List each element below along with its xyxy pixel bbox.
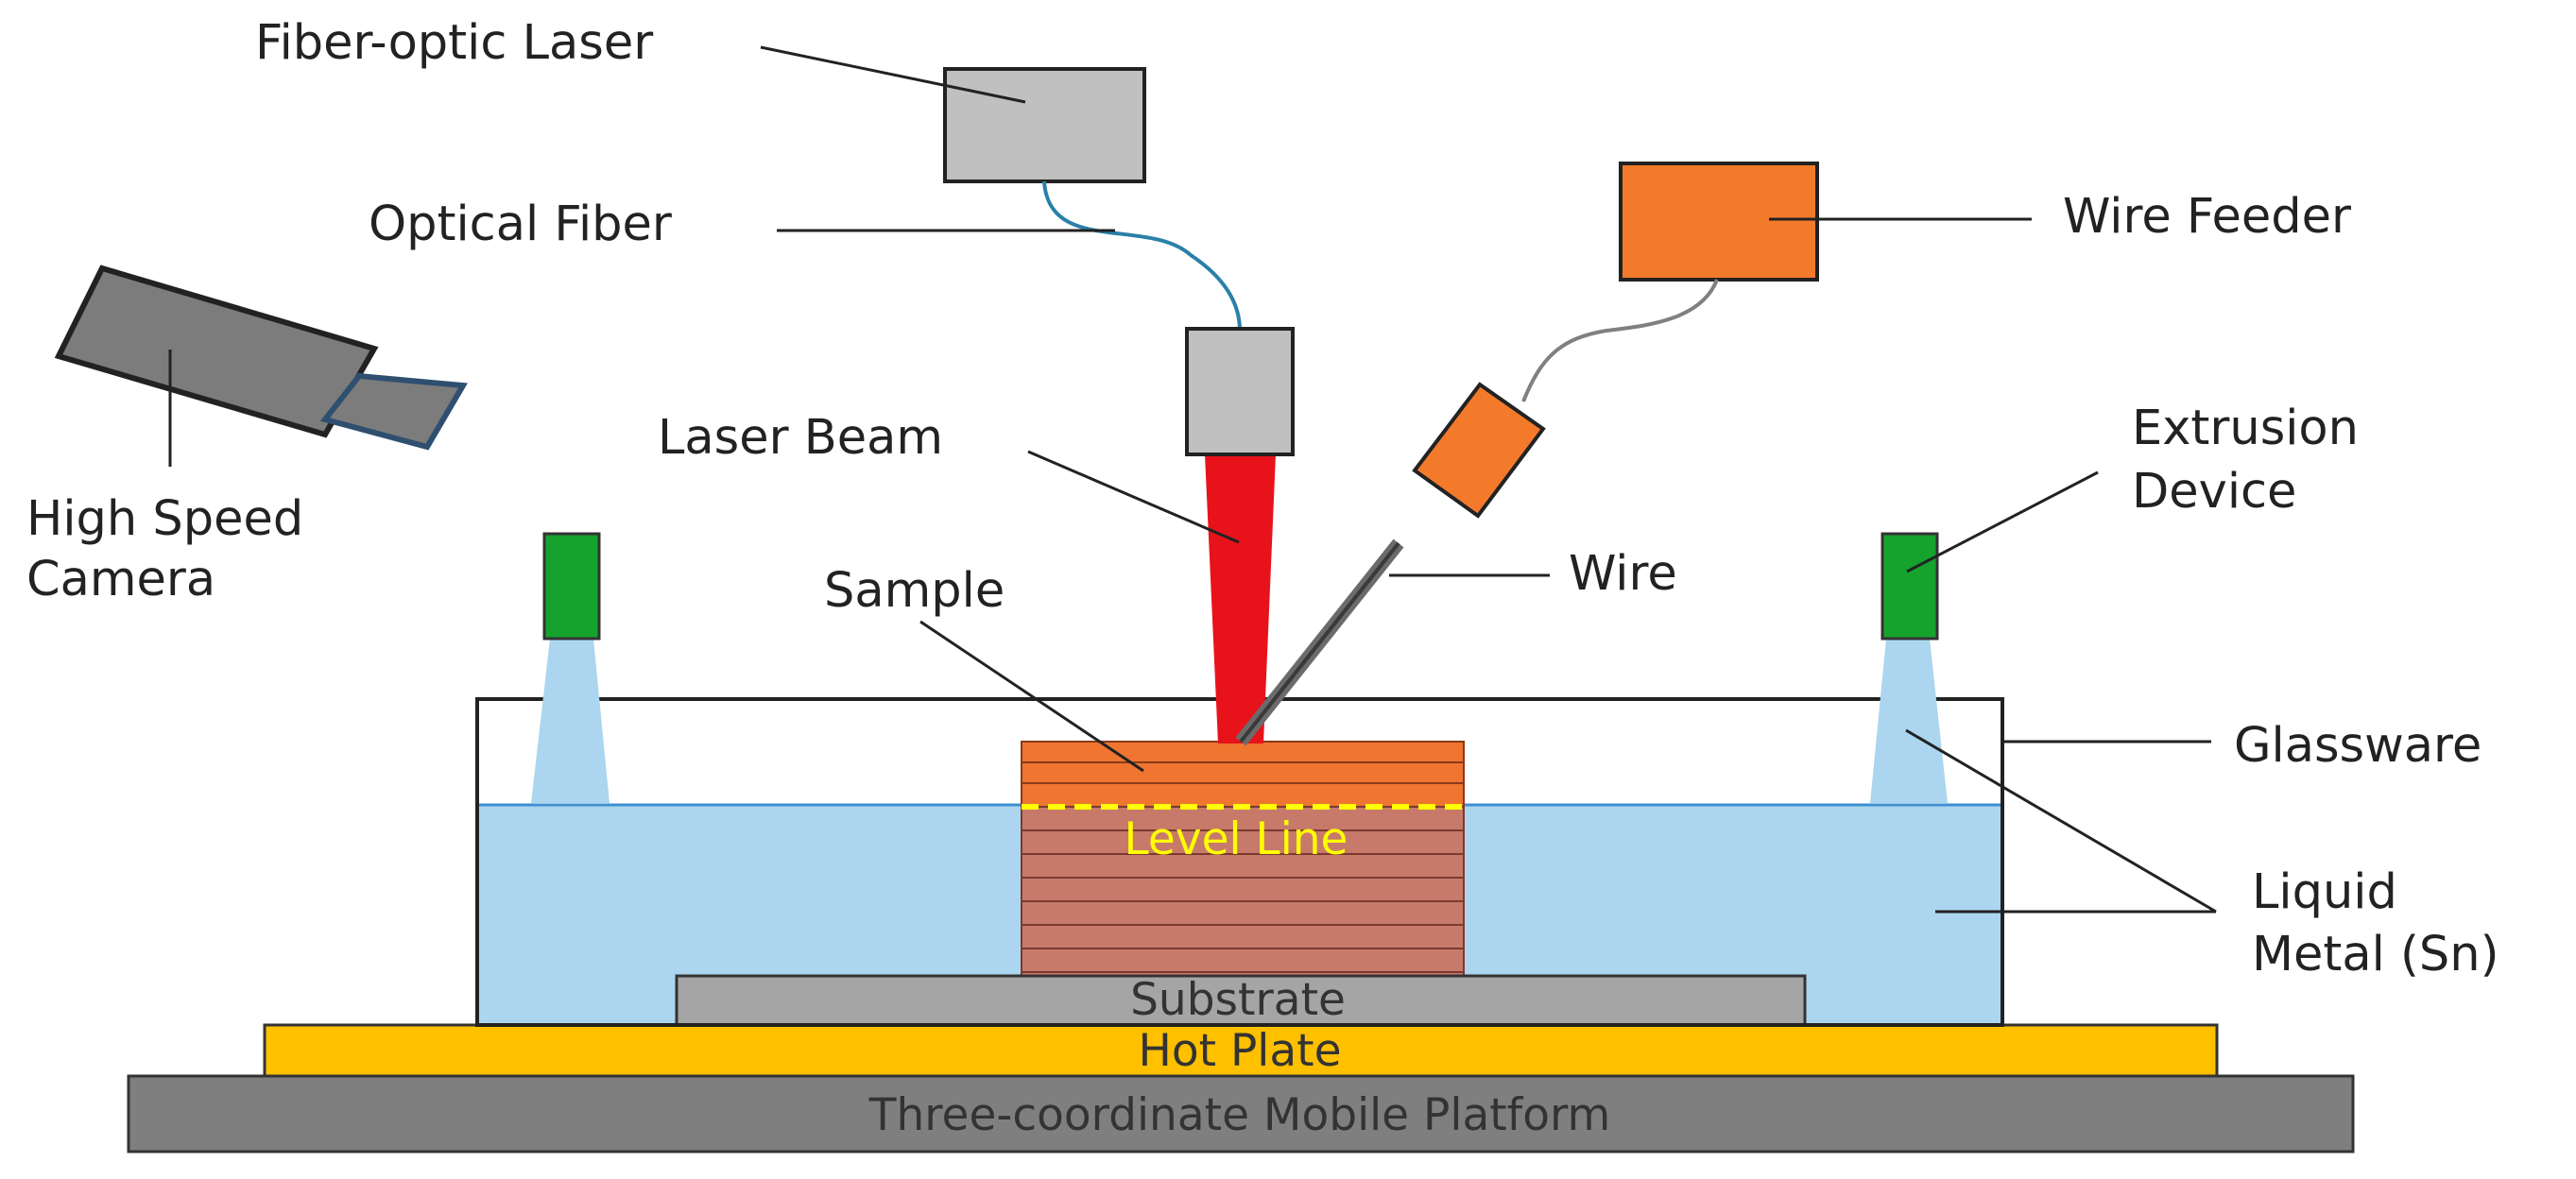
label-substrate: Substrate: [1130, 974, 1346, 1026]
label-level-line: Level Line: [1125, 813, 1348, 865]
optical-fiber: [1042, 180, 1242, 332]
label-high-speed-line1: High Speed: [26, 491, 303, 547]
label-high-speed-line2: Camera: [26, 552, 215, 607]
laser-head: [1185, 327, 1295, 456]
leader-laser-beam: [1027, 450, 1240, 544]
substrate: [675, 974, 1807, 1027]
label-optical-fiber: Optical Fiber: [369, 196, 672, 252]
label-wire: Wire: [1569, 546, 1677, 602]
label-platform: Three-coordinate Mobile Platform: [868, 1089, 1611, 1141]
leader-extrusion-device: [1906, 470, 2099, 573]
label-wire-feeder: Wire Feeder: [2063, 189, 2351, 245]
camera-body: [54, 265, 379, 438]
label-extrusion-line2: Device: [2132, 464, 2296, 520]
left-extrusion-device: [542, 532, 601, 641]
wire-core: [1239, 541, 1400, 743]
label-hot-plate: Hot Plate: [1138, 1025, 1341, 1077]
hot-plate: [263, 1023, 2219, 1078]
label-sample: Sample: [824, 563, 1005, 619]
label-liquid-metal-line1: Liquid: [2252, 864, 2397, 920]
sample: [1021, 741, 1465, 998]
label-fiber-optic-laser: Fiber-optic Laser: [255, 15, 653, 71]
wire-nozzle: [1412, 382, 1546, 519]
laser-beam: [1205, 454, 1276, 743]
right-extrusion-device: [1880, 532, 1939, 641]
leader-liquid-metal-a: [1905, 728, 2217, 914]
fiber-optic-laser-box: [943, 67, 1146, 183]
label-glassware: Glassware: [2234, 718, 2482, 774]
left-extrusion-spray: [531, 639, 610, 803]
feed-cable: [1521, 279, 1719, 402]
label-extrusion-line1: Extrusion: [2132, 401, 2359, 456]
label-liquid-metal-line2: Metal (Sn): [2252, 927, 2499, 982]
right-extrusion-spray: [1870, 639, 1948, 803]
wire-feeder-box: [1619, 162, 1819, 282]
leader-fiber-optic-laser: [760, 45, 1026, 104]
camera-lens: [319, 372, 468, 451]
leader-sample: [919, 620, 1144, 773]
mobile-platform: [127, 1074, 2355, 1153]
label-laser-beam: Laser Beam: [658, 410, 943, 466]
